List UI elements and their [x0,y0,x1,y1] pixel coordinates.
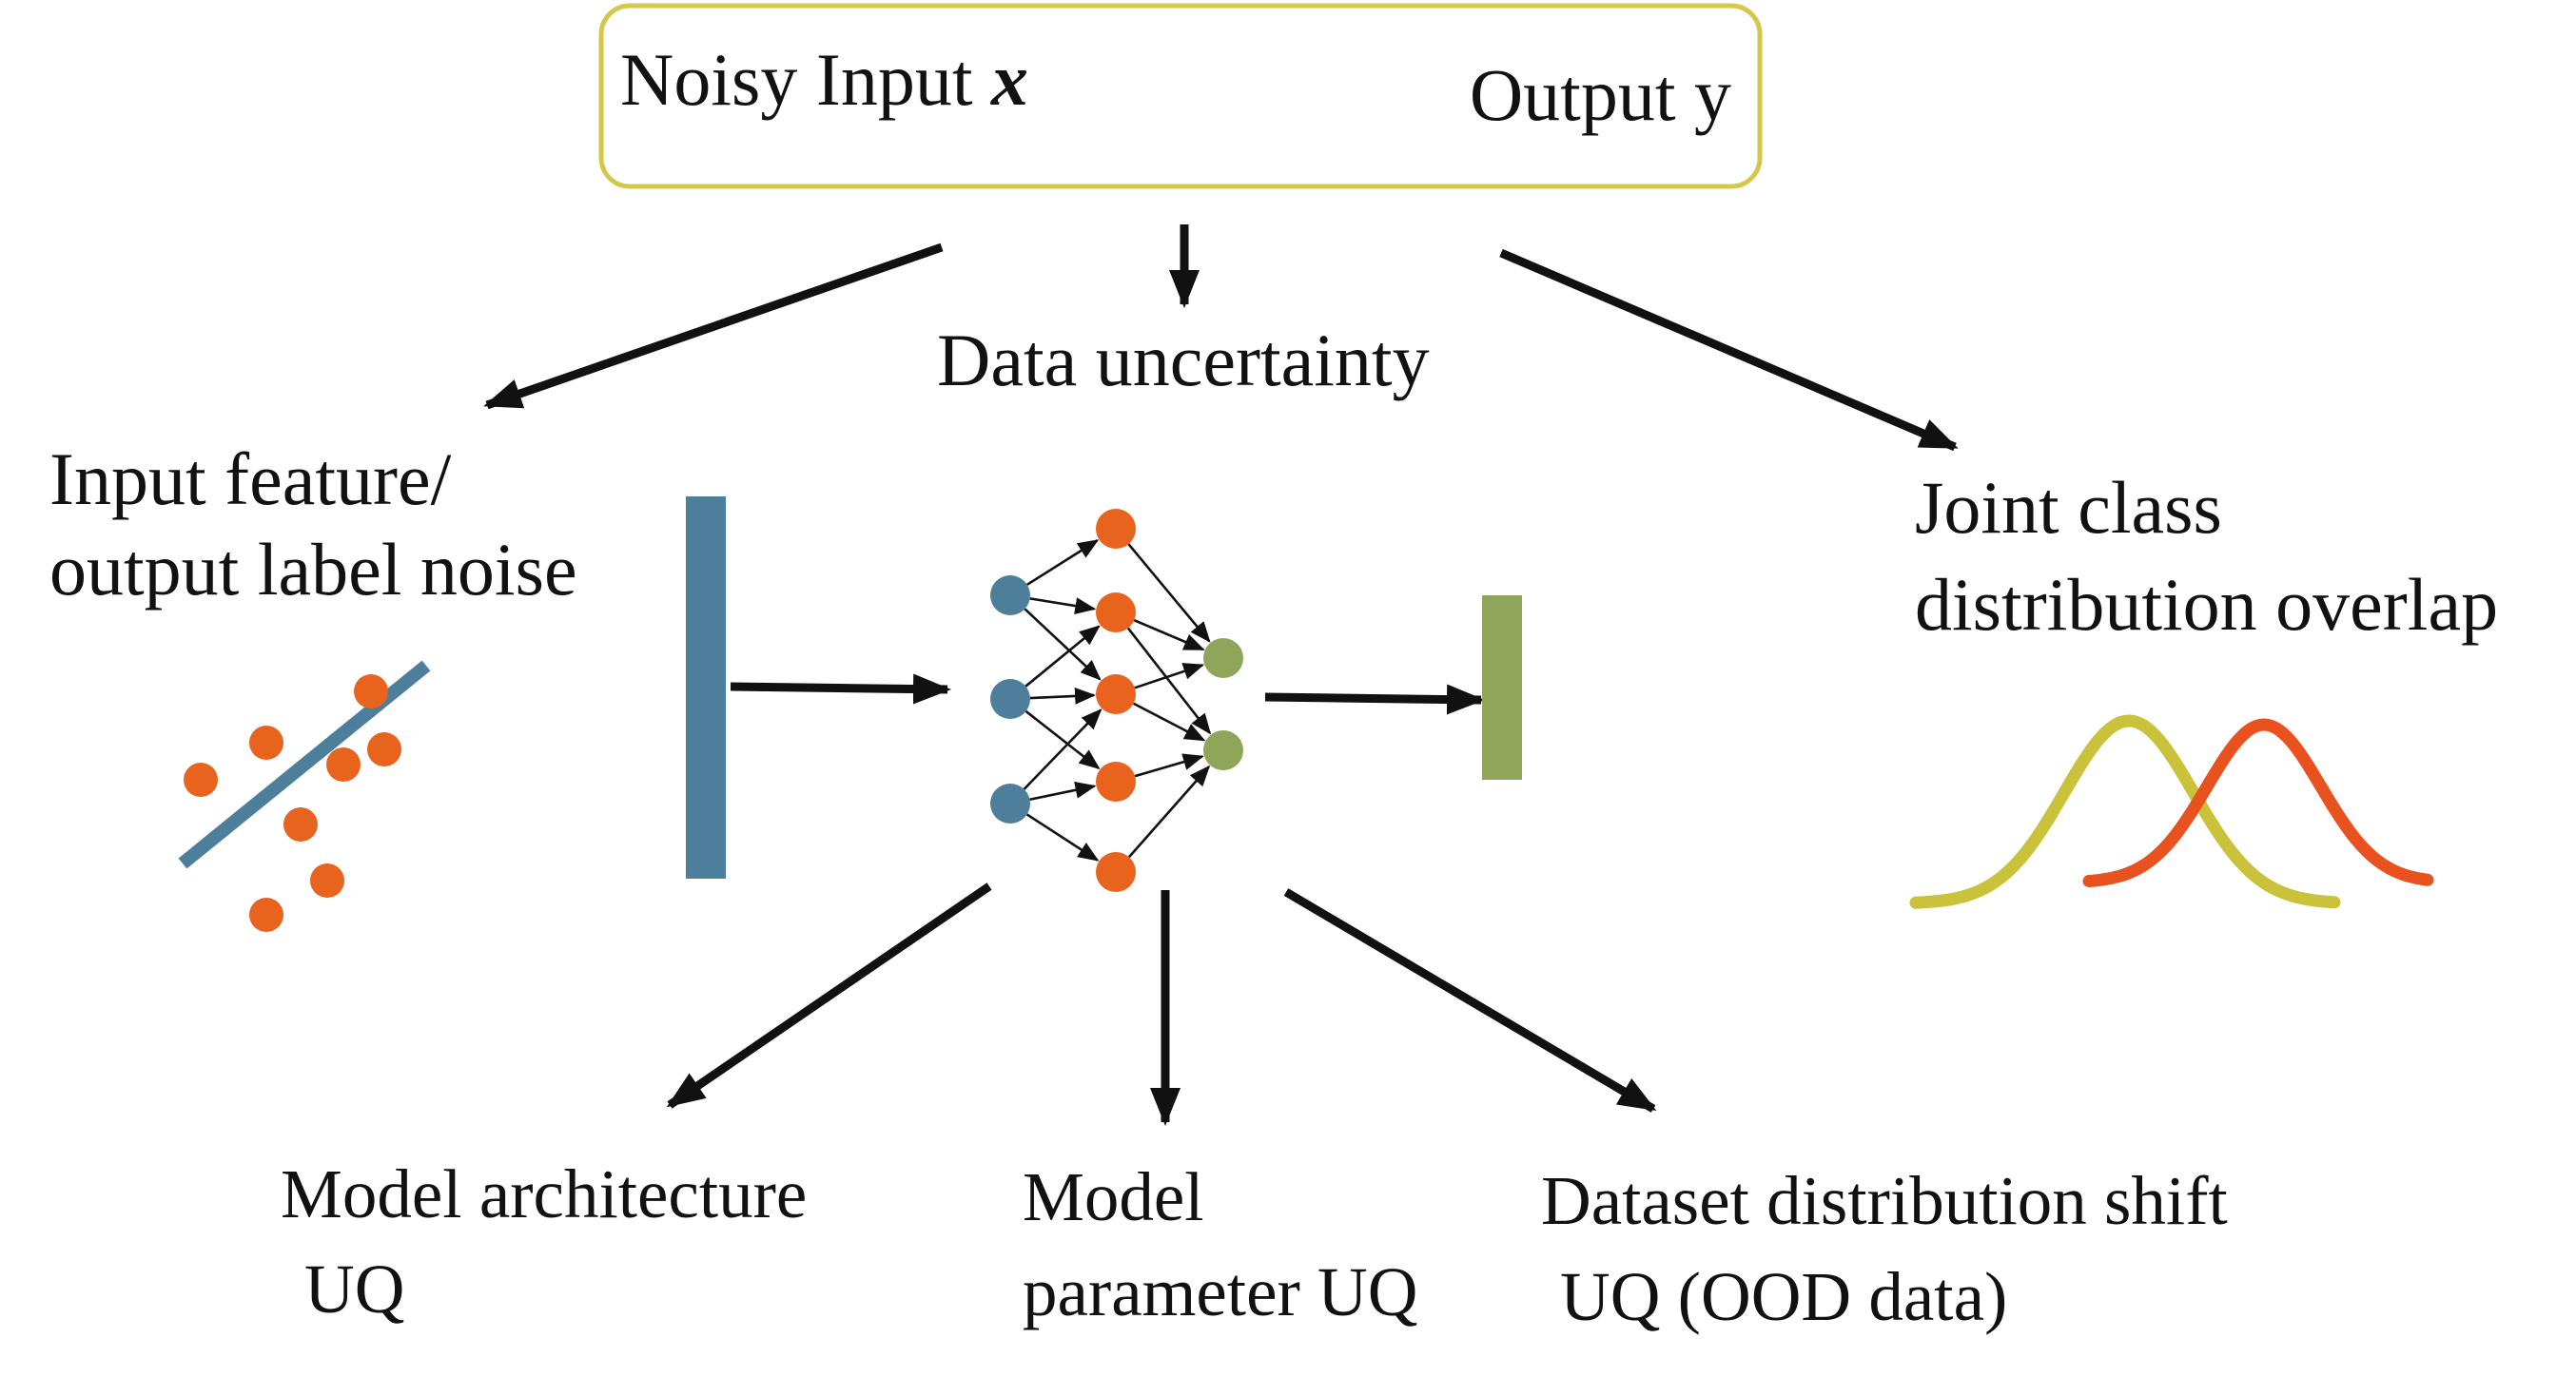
input-noise-label-line2: output label noise [49,528,577,611]
network-edge [1025,813,1100,862]
input-feature-bar [686,496,726,879]
network-hidden-node [1096,674,1136,714]
network-output-node [1203,638,1243,678]
dataset-shift-label-line2: UQ (OOD data) [1560,1258,2007,1335]
scatter-point [326,747,361,782]
class-a-distribution-curve [1909,714,2341,909]
network-input-node [990,679,1030,719]
network-edge [1134,663,1205,689]
network-edge [1127,765,1211,859]
scatter-point [367,732,401,766]
overlapping-gaussians-icon [1909,714,2434,909]
network-edge [1126,627,1212,735]
network-edge [1026,539,1100,586]
output-y-label: Output y [1470,53,1731,136]
network-edge [1133,702,1206,742]
joint-overlap-label-line1: Joint class [1915,466,2222,549]
network-edge [1025,709,1101,770]
network-edge [1029,781,1097,802]
network-hidden-node [1096,762,1136,802]
network-hidden-node [1096,509,1136,549]
scatter-point [354,674,388,708]
network-edge [1023,708,1103,790]
arrow-to-dataset-shift [1283,888,1657,1113]
joint-overlap-label-line2: distribution overlap [1915,563,2498,646]
input-symbol-x: x [990,38,1028,121]
model-architecture-label-line1: Model architecture [281,1155,807,1232]
network-edge [1025,625,1101,688]
model-parameter-label-line1: Model [1023,1158,1204,1235]
model-parameter-label-line2: parameter UQ [1023,1253,1417,1330]
top-input-output-box: Noisy Input x Output y [598,3,1763,189]
data-uncertainty-label: Data uncertainty [937,319,1430,401]
top-box-border [598,3,1763,189]
network-edge [1133,619,1205,651]
scatter-point [184,763,218,797]
network-hidden-node [1096,592,1136,632]
dataset-shift-label-line1: Dataset distribution shift [1541,1162,2228,1239]
class-b-distribution-curve [2082,718,2434,887]
arrow-to-input-noise [483,242,944,410]
network-edge [1029,597,1097,615]
scatter-point [310,863,344,898]
arrow-input-to-network [730,673,951,705]
arrow-to-model-architecture [666,882,992,1109]
neural-network-icon [990,509,1243,892]
network-edge [1029,687,1097,705]
network-hidden-node [1096,852,1136,892]
model-architecture-label-line2: UQ [304,1251,404,1328]
scatter-point [249,726,283,760]
noisy-input-label: Noisy Input x [620,38,1028,121]
network-input-node [990,575,1030,615]
network-edge [1134,753,1204,778]
network-output-node [1203,730,1243,770]
noisy-scatter-plot-icon [178,660,431,932]
output-bar [1482,595,1522,780]
scatter-point [249,898,283,932]
arrow-network-to-output [1264,684,1485,715]
network-input-node [990,784,1030,824]
arrow-to-joint-overlap [1499,248,1959,452]
input-noise-label-line1: Input feature/ [49,437,452,520]
network-edge [1127,543,1211,643]
scatter-point [283,807,318,842]
network-edge [1024,608,1102,681]
